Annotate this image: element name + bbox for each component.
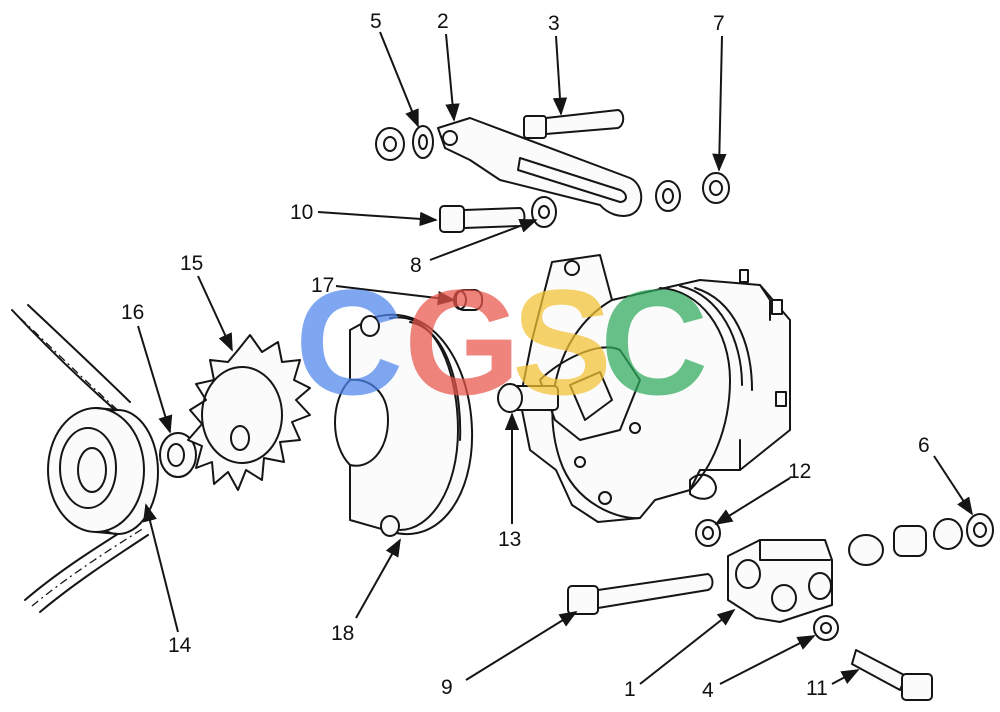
callout-3: 3 bbox=[548, 12, 560, 35]
callout-2: 2 bbox=[437, 10, 449, 33]
callout-9: 9 bbox=[441, 676, 453, 699]
sleeve-17 bbox=[453, 289, 483, 311]
callout-18: 18 bbox=[331, 622, 354, 645]
shaft-13 bbox=[497, 383, 559, 413]
fan-15 bbox=[187, 334, 311, 491]
washer-12 bbox=[695, 519, 721, 547]
washer-8 bbox=[531, 196, 557, 228]
callout-15: 15 bbox=[180, 252, 203, 275]
callout-8: 8 bbox=[410, 254, 422, 277]
bolt-11 bbox=[851, 649, 933, 701]
bolt-3 bbox=[523, 109, 625, 139]
nut-6 bbox=[966, 513, 994, 547]
callout-labels: 5 2 3 7 10 8 17 15 16 13 12 6 18 14 9 1 … bbox=[121, 10, 930, 702]
shroud-18 bbox=[334, 313, 474, 537]
nut-7 bbox=[702, 172, 730, 204]
pulley-14 bbox=[47, 407, 159, 535]
watermark-logo: C G S C bbox=[295, 258, 708, 426]
washer-7a bbox=[655, 180, 681, 212]
bracket-1 bbox=[727, 539, 833, 623]
callout-12: 12 bbox=[788, 460, 811, 483]
callout-7: 7 bbox=[713, 12, 725, 35]
callout-13: 13 bbox=[498, 528, 521, 551]
watermark-letter-s: S bbox=[512, 258, 612, 426]
callout-4: 4 bbox=[702, 679, 714, 702]
bolt-9 bbox=[567, 573, 714, 615]
bushing-set bbox=[848, 518, 963, 566]
washer-4 bbox=[813, 615, 839, 641]
callout-11: 11 bbox=[806, 677, 828, 700]
nut-5 bbox=[375, 127, 405, 161]
adjusting-link-2 bbox=[437, 117, 643, 217]
callout-6: 6 bbox=[918, 434, 930, 457]
callout-14: 14 bbox=[168, 634, 192, 657]
callout-16: 16 bbox=[121, 301, 144, 324]
spacer-16 bbox=[159, 432, 197, 478]
callout-10: 10 bbox=[290, 201, 313, 224]
callout-1: 1 bbox=[624, 678, 636, 701]
watermark-letter-c2: C bbox=[600, 258, 708, 426]
watermark-letter-g: G bbox=[404, 258, 521, 426]
bolt-10 bbox=[439, 205, 526, 233]
leader-lines bbox=[137, 31, 973, 685]
washer-5b bbox=[412, 125, 434, 159]
callout-17: 17 bbox=[311, 274, 334, 297]
callout-5: 5 bbox=[370, 10, 382, 33]
alternator-body bbox=[519, 254, 791, 523]
watermark-letter-c1: C bbox=[295, 258, 403, 426]
